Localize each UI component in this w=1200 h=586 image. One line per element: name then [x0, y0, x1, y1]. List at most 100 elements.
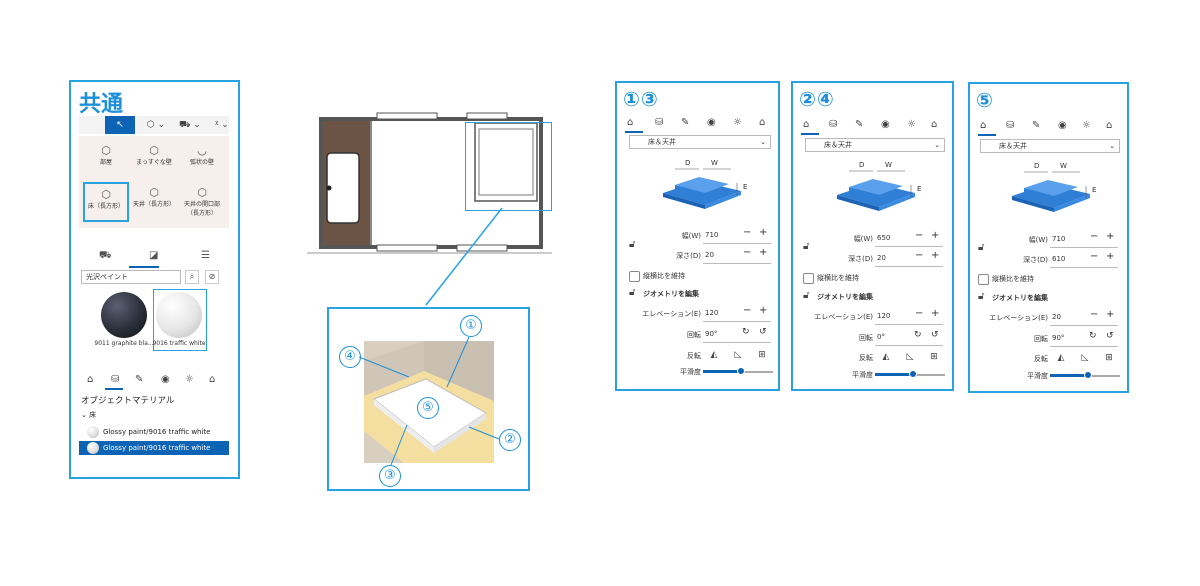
camera-icon[interactable]: ◉ — [1058, 120, 1067, 131]
lock-icon[interactable]: 🔓︎ — [629, 287, 636, 298]
rotate-ccw-icon[interactable]: ↺ — [759, 327, 767, 337]
material-icon[interactable]: ⛁ — [1006, 120, 1015, 131]
flip-vertical-icon[interactable]: ◺ — [1081, 353, 1089, 363]
depth-minus-button[interactable]: − — [915, 250, 924, 261]
width-minus-button[interactable]: − — [915, 230, 924, 241]
width-input[interactable]: 710 — [705, 231, 719, 239]
list-icon[interactable]: ☰ — [201, 250, 210, 261]
car-icon[interactable]: ⛟ — [99, 250, 112, 261]
light-icon[interactable]: ☼ — [1082, 120, 1091, 131]
rotation-input[interactable]: 0° — [877, 333, 885, 341]
width-minus-button[interactable]: − — [743, 227, 752, 238]
smoothness-slider[interactable] — [1084, 371, 1092, 379]
paint-icon[interactable]: ◪ — [149, 250, 159, 261]
rotate-cw-icon[interactable]: ↻ — [914, 330, 922, 340]
rotate-cw-icon[interactable]: ↻ — [1089, 331, 1097, 341]
flip-up-icon[interactable]: ⊞ — [930, 352, 938, 362]
floor-plan[interactable] — [307, 103, 552, 261]
depth-plus-button[interactable]: + — [1106, 251, 1115, 262]
light-icon[interactable]: ☼ — [185, 374, 194, 385]
select-tool-button[interactable]: ↖ — [105, 116, 135, 134]
elevation-input[interactable]: 120 — [705, 309, 719, 317]
depth-input[interactable]: 610 — [1052, 255, 1066, 263]
lock-icon[interactable]: 🔓︎ — [978, 242, 985, 253]
object-type-select[interactable]: 床＆天井⌄ — [805, 138, 945, 152]
rotation-input[interactable]: 90° — [705, 330, 718, 338]
house-icon[interactable]: ⌂ — [209, 374, 216, 385]
keep-ratio-checkbox[interactable] — [978, 274, 989, 285]
tile-ceiling[interactable]: ⬡天井（長方形） — [131, 182, 177, 222]
search-icon[interactable]: ⌕ — [185, 270, 199, 284]
smoothness-slider[interactable] — [909, 370, 917, 378]
material-icon[interactable]: ⛁ — [829, 119, 838, 130]
material-swatch-white[interactable] — [156, 292, 202, 338]
material-icon[interactable]: ⛁ — [655, 117, 664, 128]
floorplan-icon[interactable]: ⌂ — [980, 120, 987, 131]
elevation-plus-button[interactable]: + — [1106, 309, 1115, 320]
tile-room[interactable]: ⬡部屋 — [83, 140, 129, 180]
material-swatch-graphite[interactable] — [101, 292, 147, 338]
rotate-ccw-icon[interactable]: ↺ — [931, 330, 939, 340]
keep-ratio-checkbox[interactable] — [803, 273, 814, 284]
depth-input[interactable]: 20 — [705, 251, 714, 259]
floorplan-icon[interactable]: ⌂ — [87, 374, 94, 385]
elevation-plus-button[interactable]: + — [759, 305, 768, 316]
edit-geometry-label[interactable]: ジオメトリを編集 — [817, 293, 873, 301]
rotate-cw-icon[interactable]: ↻ — [742, 327, 750, 337]
width-input[interactable]: 650 — [877, 234, 891, 242]
object-type-select[interactable]: 床＆天井⌄ — [629, 135, 771, 149]
tile-ceiling-opening[interactable]: ⬡天井の開口部（長方形） — [179, 182, 225, 222]
lock-icon[interactable]: 🔓︎ — [978, 291, 985, 302]
pencil-icon[interactable]: ✎ — [681, 117, 690, 128]
flip-up-icon[interactable]: ⊞ — [758, 350, 766, 360]
camera-icon[interactable]: ◉ — [707, 117, 716, 128]
pencil-icon[interactable]: ✎ — [1032, 120, 1041, 131]
camera-icon[interactable]: ◉ — [161, 374, 170, 385]
edit-geometry-label[interactable]: ジオメトリを編集 — [992, 294, 1048, 302]
flip-horizontal-icon[interactable]: ◭ — [1057, 353, 1065, 363]
rotation-input[interactable]: 90° — [1052, 334, 1065, 342]
house-icon[interactable]: ⌂ — [1106, 120, 1113, 131]
camera-icon[interactable]: ◉ — [881, 119, 890, 130]
material-swatch-white-frame[interactable] — [153, 289, 207, 351]
lock-icon[interactable]: 🔓︎ — [629, 239, 636, 250]
material-row-selected[interactable]: Glossy paint/9016 traffic white — [79, 441, 229, 455]
flip-horizontal-icon[interactable]: ◭ — [882, 352, 890, 362]
object-type-select[interactable]: 床＆天井⌄ — [980, 139, 1120, 153]
eyedropper-icon[interactable]: ⊘ — [205, 270, 219, 284]
furniture-tool-button[interactable]: ⛟ ⌄ — [179, 120, 201, 130]
flip-up-icon[interactable]: ⊞ — [1105, 353, 1113, 363]
light-icon[interactable]: ☼ — [733, 117, 742, 128]
dimension-tool-button[interactable]: ᵡ ⌄ — [215, 120, 229, 130]
depth-minus-button[interactable]: − — [1090, 251, 1099, 262]
house-icon[interactable]: ⌂ — [931, 119, 938, 130]
rotate-ccw-icon[interactable]: ↺ — [1106, 331, 1114, 341]
material-icon[interactable]: ⛁ — [111, 374, 120, 385]
pencil-icon[interactable]: ✎ — [855, 119, 864, 130]
tile-arc-wall[interactable]: ◡弧状の壁 — [179, 140, 225, 180]
width-plus-button[interactable]: + — [759, 227, 768, 238]
elevation-plus-button[interactable]: + — [931, 308, 940, 319]
depth-plus-button[interactable]: + — [931, 250, 940, 261]
flip-vertical-icon[interactable]: ◺ — [906, 352, 914, 362]
material-row[interactable]: Glossy paint/9016 traffic white — [79, 425, 229, 439]
width-plus-button[interactable]: + — [1106, 231, 1115, 242]
elevation-minus-button[interactable]: − — [1090, 309, 1099, 320]
depth-plus-button[interactable]: + — [759, 247, 768, 258]
width-input[interactable]: 710 — [1052, 235, 1066, 243]
floorplan-icon[interactable]: ⌂ — [627, 117, 634, 128]
tile-floor[interactable]: ⬡床（長方形） — [83, 182, 129, 222]
pencil-icon[interactable]: ✎ — [135, 374, 144, 385]
elevation-input[interactable]: 120 — [877, 312, 891, 320]
width-plus-button[interactable]: + — [931, 230, 940, 241]
flip-horizontal-icon[interactable]: ◭ — [710, 350, 718, 360]
depth-minus-button[interactable]: − — [743, 247, 752, 258]
width-minus-button[interactable]: − — [1090, 231, 1099, 242]
elevation-minus-button[interactable]: − — [915, 308, 924, 319]
lock-icon[interactable]: 🔓︎ — [803, 241, 810, 252]
elevation-input[interactable]: 20 — [1052, 313, 1061, 321]
keep-ratio-checkbox[interactable] — [629, 271, 640, 282]
house-icon[interactable]: ⌂ — [759, 117, 766, 128]
group-floor[interactable]: ⌄ 床 — [81, 411, 97, 419]
depth-input[interactable]: 20 — [877, 254, 886, 262]
